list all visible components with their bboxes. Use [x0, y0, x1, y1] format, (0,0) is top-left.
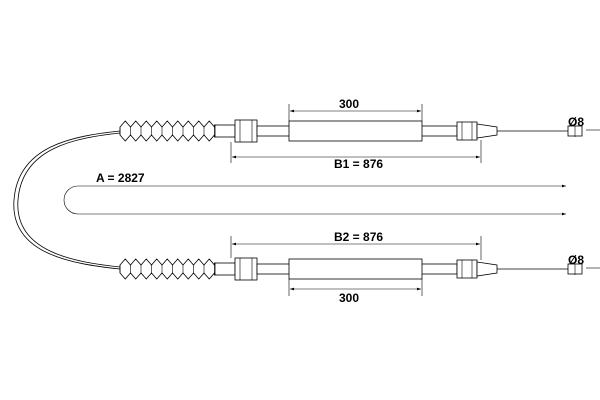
top-bellows-boot — [119, 120, 217, 142]
dimension-a-label: A = 2827 — [96, 171, 145, 185]
bottom-dim-diameter-label: Ø8 — [568, 253, 584, 267]
top-dim-b-label: B1 = 876 — [334, 157, 383, 171]
top-cable: 300 B1 = 876 Ø8 — [119, 97, 600, 171]
top-end-taper — [476, 123, 498, 139]
dimension-a: A = 2827 — [63, 171, 566, 216]
bottom-bellows-boot — [119, 258, 217, 280]
top-dim-300-label: 300 — [339, 97, 359, 111]
top-boot-collar — [214, 124, 236, 138]
bottom-hex-nut — [234, 257, 258, 281]
bottom-dim-b-label: B2 = 876 — [334, 230, 383, 244]
bottom-dim-300-label: 300 — [339, 291, 359, 305]
bottom-cable: B2 = 876 300 Ø8 — [119, 230, 600, 305]
cable-loop-inner — [17, 132, 121, 268]
cable-loop — [13, 130, 121, 270]
top-sleeve — [288, 120, 423, 142]
bottom-boot-collar — [214, 262, 236, 276]
bottom-end-taper — [476, 261, 498, 277]
top-end-fitting — [456, 121, 478, 141]
bottom-sleeve — [288, 258, 423, 280]
top-hex-nut — [234, 119, 258, 143]
topBellows-shape — [119, 120, 217, 142]
bottom-end-fitting — [456, 259, 478, 279]
dimension-a-line — [63, 184, 566, 216]
bottomBellows-shape — [119, 258, 217, 280]
top-dim-diameter-label: Ø8 — [568, 115, 584, 129]
